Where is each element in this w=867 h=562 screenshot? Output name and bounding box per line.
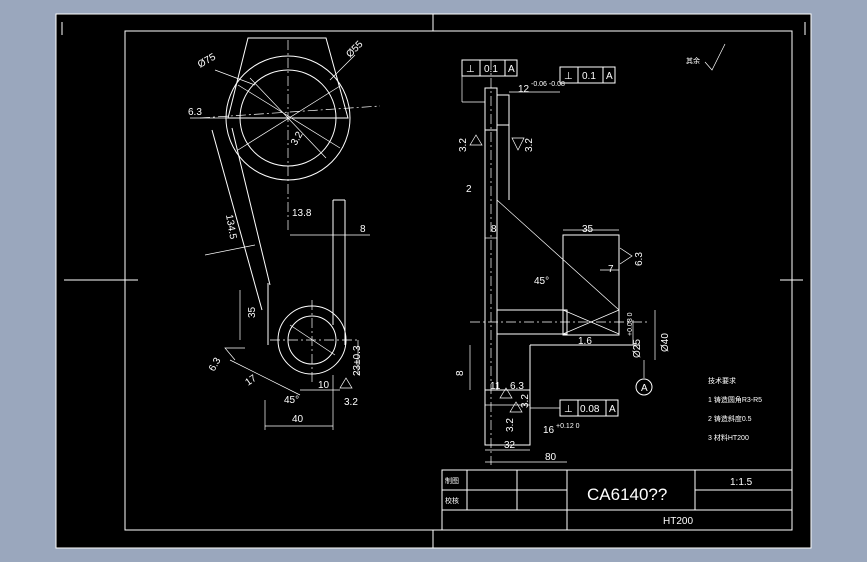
block-outline [562,234,620,336]
tol-25: +0.08 0 [627,312,634,336]
title-row-label-2: 校核 [445,496,459,505]
drawing-material: HT200 [663,516,693,527]
fcf-bottom-value: 0.08 [580,404,600,415]
tol-16: +0.12 0 [556,423,580,430]
dia-40: Ø40 [660,333,671,352]
fcf-bottom-datum: A [609,404,616,415]
tol-12: -0.06 -0.08 [531,81,565,88]
arm-right-edge [231,127,271,286]
dim-7: 7 [608,264,614,275]
fcf-top-symbol: ⊥ [466,64,475,75]
dim-8b: 8 [455,370,466,376]
rough-6-3-a: 6.3 [634,252,645,266]
fcf-top-value: 0.1 [484,64,498,75]
fcf-mid-value: 0.1 [582,71,596,82]
fcf-mid [559,66,616,84]
rough-3-2-a: 3.2 [458,138,469,152]
roughness-note: 其余 [686,56,700,65]
left-view [190,37,381,430]
rough-3-2-b: 3.2 [524,138,535,152]
arm-left-edge [211,129,263,311]
rough-1-6: 1.6 [578,336,592,347]
fcf-top-datum: A [508,64,515,75]
dim-2: 2 [466,184,472,195]
rough-3-2-d: 3.2 [505,418,516,432]
housing-outline [227,37,349,119]
roughness-6-3-a: 6.3 [188,107,202,118]
dim-35-left: 35 [247,306,258,318]
title-row-label-1: 制图 [445,476,459,485]
dim-40: 40 [292,414,304,425]
datum-a-bubble [635,378,653,396]
right-view [461,43,726,465]
dim-80: 80 [545,452,557,463]
tech-req-item-3: 3 材料HT200 [708,433,749,442]
dim-16: 16 [543,425,555,436]
dim-32: 32 [504,440,516,451]
title-block [441,469,793,531]
dim-8-right: 8 [491,224,497,235]
drawing-name: CA6140?? [587,485,667,504]
dim-35-right: 35 [582,224,594,235]
dim-13-8: 13.8 [292,208,312,219]
dim-10: 10 [318,380,330,391]
fcf-mid-datum: A [606,71,613,82]
angle-45: 45° [534,276,549,287]
fcf-bottom-symbol: ⊥ [564,404,573,415]
rough-6-3-b: 6.3 [510,381,524,392]
drawing-sheet [55,13,812,549]
centering-marks [61,14,806,548]
dim-23-0-3: 23±0.3 [352,345,363,376]
tech-req-item-2: 2 铸造斜度0.5 [708,414,752,423]
chamfer-45: 45° [284,395,299,406]
dim-134-5: 134.5 [223,214,238,241]
fcf-top [461,59,518,77]
datum-a-label: A [641,383,648,394]
fcf-mid-symbol: ⊥ [564,71,573,82]
dim-8-left: 8 [360,224,366,235]
roughness-3-2-b: 3.2 [344,397,358,408]
tech-req-item-1: 1 铸造圆角R3-R5 [708,395,762,404]
rough-3-2-c: 3.2 [520,394,531,408]
dim-11: 11 [490,381,501,392]
drawing-scale: 1:1.5 [730,477,753,488]
dia-25: Ø25 [632,339,643,358]
tech-req-heading: 技术要求 [708,376,736,385]
dim-12: 12 [518,84,530,95]
